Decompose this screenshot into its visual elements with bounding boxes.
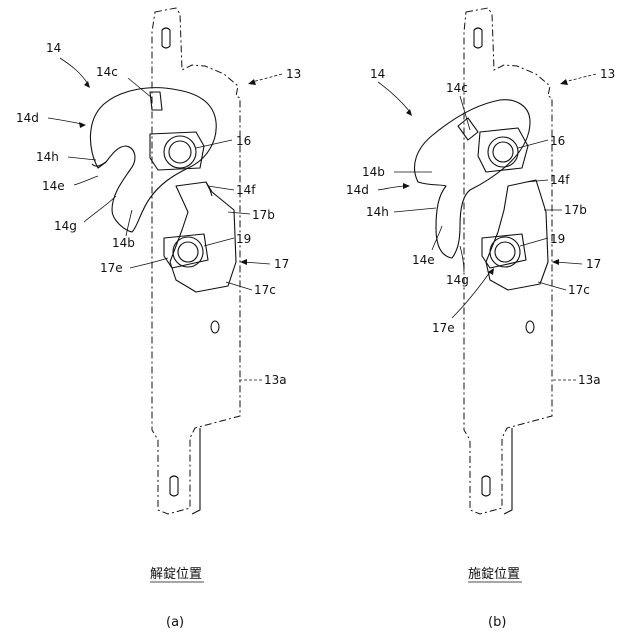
leader-13-b [564, 74, 596, 82]
label-19: 19 [236, 232, 251, 246]
hook-lever-14 [90, 88, 216, 232]
plate-slot-top [162, 28, 170, 48]
plate-lower-edge [192, 428, 200, 514]
pivot-16-inner-b [493, 142, 513, 162]
label-14-b: 14 [370, 67, 385, 81]
base-plate-13 [152, 8, 240, 514]
lever-17-edge [206, 182, 212, 196]
lower-lever-17 [170, 182, 236, 292]
panel-caption-b: (b) [488, 615, 506, 630]
bushing-19-housing-b [482, 234, 526, 268]
label-16: 16 [236, 134, 251, 148]
panel-caption-a: (a) [166, 615, 184, 630]
label-14g: 14g [54, 219, 77, 233]
pivot-16-inner [169, 141, 191, 163]
label-17-b: 17 [586, 257, 601, 271]
label-13a-b: 13a [578, 373, 601, 387]
plate-slot-top-b [474, 28, 482, 48]
label-14c: 14c [96, 65, 118, 79]
label-14e: 14e [42, 179, 65, 193]
leader-19 [204, 238, 234, 246]
leader-17 [244, 262, 270, 264]
label-17c: 17c [254, 283, 276, 297]
plate-slot-bottom-b [482, 476, 490, 496]
leader-14h [68, 157, 96, 160]
label-14d-b: 14d [346, 183, 369, 197]
label-14h-b: 14h [366, 205, 389, 219]
leader-14e [74, 176, 98, 185]
leader-19-b [520, 238, 548, 246]
leader-14-b [378, 82, 410, 112]
label-17b-b: 17b [564, 203, 587, 217]
leader-17b [228, 212, 250, 214]
label-13-b: 13 [600, 67, 615, 81]
figure-a: 14 14c 14d 14h 14e 14g 14b 16 14f 17b 19… [16, 8, 301, 630]
label-14c-b: 14c [446, 81, 468, 95]
pivot-19-inner [178, 242, 198, 262]
leader-14h-b [394, 208, 436, 212]
label-13a: 13a [264, 373, 287, 387]
leader-14 [60, 58, 88, 84]
label-14f: 14f [236, 183, 256, 197]
plate-hole [211, 321, 219, 333]
pivot-19-inner-b [495, 242, 515, 262]
plate-slot-bottom [170, 476, 178, 496]
label-17e-b: 17e [432, 321, 455, 335]
label-17e: 17e [100, 261, 123, 275]
state-label-b: 施錠位置 [468, 567, 520, 582]
leader-14d [48, 118, 82, 124]
label-14: 14 [46, 41, 61, 55]
label-17b: 17b [252, 208, 275, 222]
leader-17e [130, 258, 168, 268]
state-label-a: 解錠位置 [150, 567, 202, 582]
leader-16-b [518, 140, 548, 148]
label-14h: 14h [36, 150, 59, 164]
label-14d: 14d [16, 111, 39, 125]
plate-lower-edge-b [504, 428, 512, 514]
label-14b: 14b [112, 236, 135, 250]
leader-14f [208, 186, 234, 190]
label-17: 17 [274, 257, 289, 271]
leader-17c [226, 282, 252, 290]
figure-b: 14 14c 14b 14d 14h 14e 14g 16 14f 17b 19… [346, 8, 615, 630]
leader-14g [84, 196, 116, 222]
label-14e-b: 14e [412, 253, 435, 267]
leader-13 [252, 74, 282, 82]
label-14g-b: 14g [446, 273, 469, 287]
label-13: 13 [286, 67, 301, 81]
label-19-b: 19 [550, 232, 565, 246]
label-14b-b: 14b [362, 165, 385, 179]
plate-hole-b [526, 321, 534, 333]
leader-14d-b [378, 186, 406, 190]
label-16-b: 16 [550, 134, 565, 148]
leader-17-b [556, 262, 582, 264]
leader-14g-b [460, 246, 464, 272]
leader-14c-b [460, 96, 470, 130]
label-17c-b: 17c [568, 283, 590, 297]
tab-14c-b [458, 118, 478, 140]
label-14f-b: 14f [550, 173, 570, 187]
leader-14e-b [432, 226, 442, 250]
